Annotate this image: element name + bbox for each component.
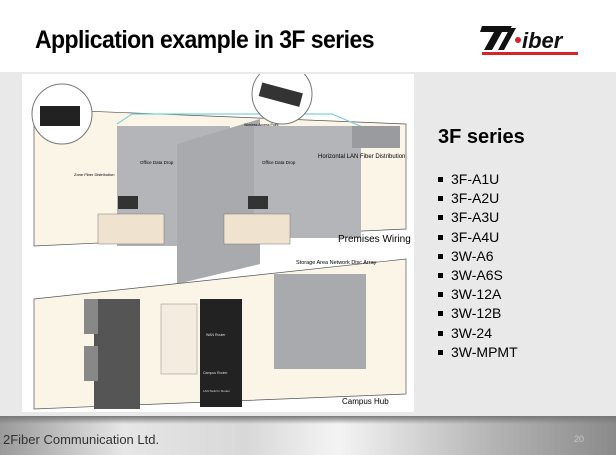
series-heading: 3F series <box>438 126 525 148</box>
product-list: 3F-A1U 3F-A2U 3F-A3U 3F-A4U 3W-A6 3W-A6S… <box>438 170 518 362</box>
bullet-icon <box>438 330 443 336</box>
list-item: 3W-12A <box>438 285 518 304</box>
label-office-1: Office Data Drop <box>140 160 174 165</box>
bullet-icon <box>438 234 443 240</box>
label-office-2: Office Data Drop <box>262 160 296 165</box>
company-name: 2Fiber Communication Ltd. <box>3 432 160 447</box>
list-item: 3W-MPMT <box>438 343 518 362</box>
label-campus-router: Campus Router <box>203 371 228 375</box>
list-item: 3F-A2U <box>438 189 518 208</box>
label-storage: Storage Area Network Disc Array <box>296 260 377 266</box>
bullet-icon <box>438 253 443 259</box>
brand-logo: iber <box>480 26 578 55</box>
bullet-icon <box>438 215 443 221</box>
list-item: 3F-A1U <box>438 170 518 189</box>
label-wireless: Wireless Access Point <box>244 123 278 127</box>
list-item: 3W-A6S <box>438 266 518 285</box>
application-diagram: Zone Fiber Distribution Office Data Drop… <box>22 63 414 412</box>
list-item: 3F-A4U <box>438 228 518 247</box>
label-wan: WAN Router <box>206 333 226 337</box>
label-lan: LAN Switch / Router <box>203 389 230 393</box>
label-horizontal: Horizontal LAN Fiber Distribution <box>318 154 405 160</box>
label-zone: Zone Fiber Distribution <box>74 172 114 177</box>
page-number: 20 <box>573 434 584 444</box>
bullet-icon <box>438 196 443 202</box>
bullet-icon <box>438 177 443 183</box>
slide-footer: 2Fiber Communication Ltd. 20 <box>0 416 616 455</box>
list-item: 3W-A6 <box>438 247 518 266</box>
list-item: 3W-24 <box>438 324 518 343</box>
bullet-icon <box>438 311 443 317</box>
bullet-icon <box>438 292 443 298</box>
svg-text:iber: iber <box>522 28 564 53</box>
list-item: 3F-A3U <box>438 208 518 227</box>
slide-title: Application example in 3F series <box>35 26 375 54</box>
list-item: 3W-12B <box>438 304 518 323</box>
label-campus-hub: Campus Hub <box>342 397 389 406</box>
label-premises: Premises Wiring <box>338 234 411 245</box>
bullet-icon <box>438 273 443 279</box>
bullet-icon <box>438 349 443 355</box>
